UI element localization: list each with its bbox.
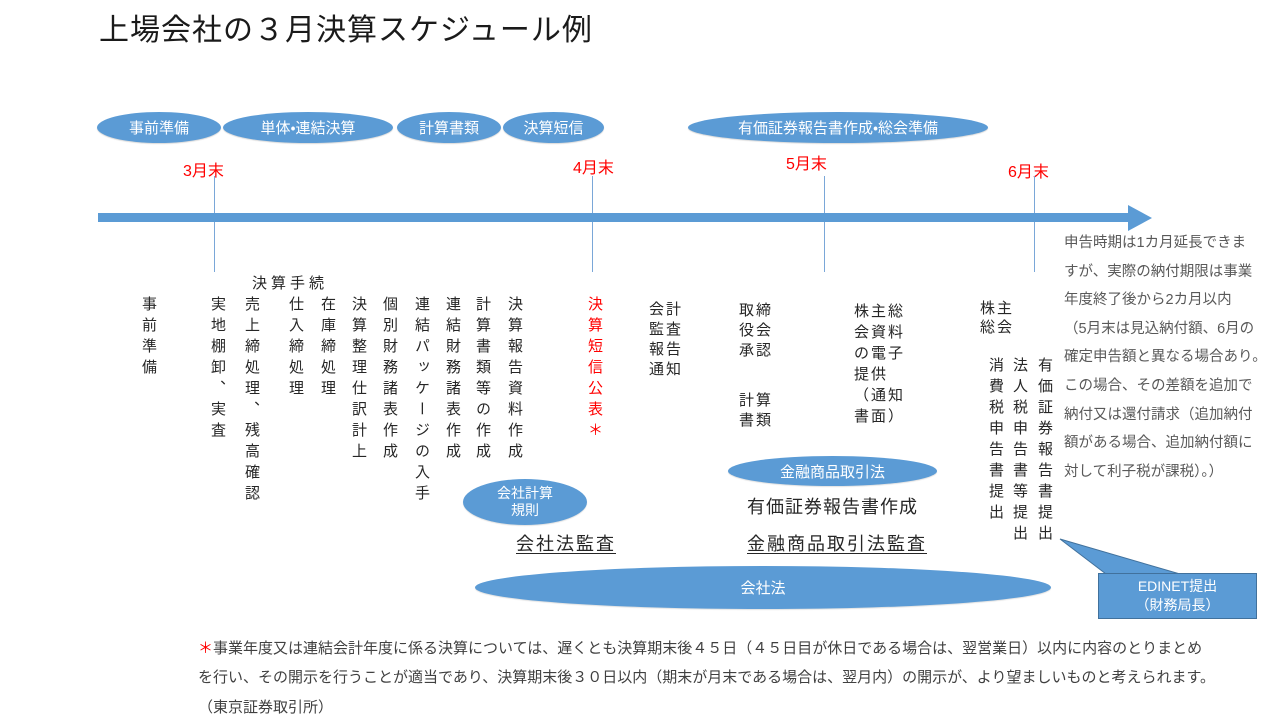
task-earnings-release: 決算短信公表＊ bbox=[586, 296, 603, 443]
edinet-callout-pointer bbox=[1059, 538, 1181, 575]
task-report-materials: 決算報告資料作成 bbox=[506, 296, 523, 464]
timeline-arrowhead-icon bbox=[1128, 205, 1152, 231]
label-securities-report-preparation: 有価証券報告書作成 bbox=[747, 497, 918, 517]
month-tick-may bbox=[824, 176, 825, 272]
footnote: ＊事業年度又は連結会計年度に係る決算については、遅くとも決算期末後４５日（４５日… bbox=[198, 634, 1228, 722]
task-consolidated-statements: 連結財務諸表作成 bbox=[444, 296, 461, 464]
task-consolidation-package: 連結パッケージの入手 bbox=[413, 296, 430, 506]
oval-companies-act: 会社法 bbox=[475, 566, 1051, 609]
task-adjusting-entries: 決算整理仕訳計上 bbox=[350, 296, 367, 464]
phase-oval-earnings-report: 決算短信 bbox=[503, 112, 604, 143]
edinet-callout-box: EDINET提出 （財務局長） bbox=[1098, 573, 1257, 619]
label-companies-act-audit: 会社法監査 bbox=[516, 534, 616, 554]
footnote-asterisk: ＊ bbox=[198, 640, 214, 657]
tax-filing-note: 申告時期は1カ月延長できま すが、実際の納付期限は事業 年度終了後から2カ月以内… bbox=[1064, 235, 1267, 480]
block-shareholders-meeting: 株主 総会 bbox=[980, 300, 1015, 336]
month-label-june: 6月末 bbox=[1008, 164, 1049, 181]
phase-oval-preparation: 事前準備 bbox=[97, 112, 221, 143]
oval-financial-instruments-act: 金融商品取引法 bbox=[728, 456, 937, 486]
phase-oval-statements: 計算書類 bbox=[397, 112, 501, 143]
block-meeting-materials: 株主総 会資料 の電子 提供 （通知 書面） bbox=[854, 303, 906, 425]
month-tick-march bbox=[214, 176, 215, 272]
task-individual-statements: 個別財務諸表作成 bbox=[381, 296, 398, 464]
task-securities-report-filing: 有価証券報告書提出 bbox=[1036, 357, 1053, 546]
phase-oval-consolidation: 単体・連結決算 bbox=[223, 112, 393, 143]
task-statutory-documents: 計算書類等の作成 bbox=[474, 296, 491, 464]
month-label-april: 4月末 bbox=[573, 160, 614, 177]
footnote-text: 事業年度又は連結会計年度に係る決算については、遅くとも決算期末後４５日（４５日目… bbox=[198, 640, 1216, 716]
block-audit-report-notice: 会計 監査 報告 通知 bbox=[649, 301, 684, 378]
page-title: 上場会社の３月決算スケジュール例 bbox=[99, 14, 593, 47]
task-consumption-tax-filing: 消費税申告書提出 bbox=[987, 357, 1004, 525]
block-board-documents: 計算 書類 bbox=[739, 392, 774, 429]
timeline-arrow-bar bbox=[98, 213, 1128, 222]
phase-oval-securities-report: 有価証券報告書作成・総会準備 bbox=[688, 112, 988, 143]
oval-company-calculation-rules: 会社計算 規則 bbox=[463, 479, 587, 525]
month-tick-june bbox=[1034, 176, 1035, 272]
task-sales-cutoff: 売上締処理、残高確認 bbox=[243, 296, 260, 506]
month-tick-april bbox=[592, 176, 593, 272]
label-financial-instruments-act-audit: 金融商品取引法監査 bbox=[747, 534, 927, 554]
month-label-may: 5月末 bbox=[786, 156, 827, 173]
section-label-closing-procedures: 決算手続 bbox=[252, 275, 329, 292]
task-physical-inventory: 実地棚卸、実査 bbox=[209, 296, 226, 443]
month-label-march: 3月末 bbox=[183, 163, 224, 180]
task-purchase-cutoff: 仕入締処理 bbox=[287, 296, 304, 401]
task-advance-preparation: 事前準備 bbox=[140, 296, 157, 380]
task-corporate-tax-filing: 法人税申告書等提出 bbox=[1011, 357, 1028, 546]
task-stock-cutoff: 在庫締処理 bbox=[319, 296, 336, 401]
block-board-approval: 取締 役会 承認 bbox=[739, 302, 774, 359]
